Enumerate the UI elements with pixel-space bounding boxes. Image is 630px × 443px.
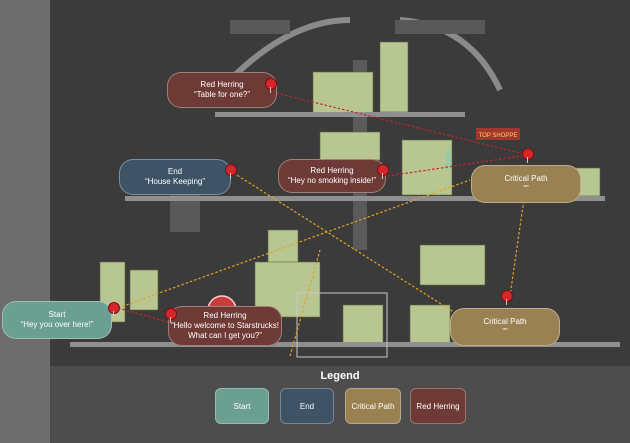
legend: Legend Start End Critical Path Red Herri… (50, 366, 630, 443)
node-text: “Hey you over here!” (20, 320, 94, 329)
node-critical-path-1[interactable]: Critical Path “” (471, 165, 581, 203)
red-herring-arrows (117, 91, 529, 323)
critical-path-arrows (117, 171, 526, 357)
walkways (70, 112, 620, 347)
pin-marker (377, 164, 389, 179)
node-red-herring-welcome[interactable]: Red Herring “Hello welcome to Starstruck… (168, 306, 282, 346)
legend-item-critical-path: Critical Path (345, 388, 401, 424)
node-title: Red Herring (200, 80, 244, 89)
top-shoppe-label: TOP SHOPPE (479, 133, 518, 139)
pin-marker (265, 78, 277, 93)
node-title: Red Herring (203, 311, 247, 320)
node-red-herring-smoking[interactable]: Red Herring “Hey no smoking inside!” (278, 159, 386, 193)
hotel-sign: HOTEL (444, 150, 450, 171)
node-title: Critical Path (483, 317, 527, 326)
top-shoppe-sign (476, 128, 520, 140)
node-title: End (167, 167, 183, 176)
node-text: “House Keeping” (144, 177, 206, 186)
node-text: “Table for one?” (193, 90, 251, 99)
node-start[interactable]: Start “Hey you over here!” (2, 301, 112, 339)
legend-item-start: Start (215, 388, 269, 424)
node-critical-path-2[interactable]: Critical Path “” (450, 308, 560, 346)
node-text-line-2: What can I get you?” (188, 331, 262, 340)
pin-marker (501, 290, 513, 305)
selection-box (296, 292, 388, 358)
pin-marker (225, 164, 237, 179)
node-title: Red Herring (310, 166, 354, 175)
node-text: “” (502, 327, 508, 336)
legend-title: Legend (320, 370, 360, 382)
legend-item-red-herring: Red Herring (410, 388, 466, 424)
pin-marker (108, 302, 120, 317)
node-text: “” (523, 184, 529, 193)
node-red-herring-table[interactable]: Red Herring “Table for one?” (167, 72, 277, 108)
node-text: “Hello welcome to Starstrucks! (170, 321, 280, 330)
node-text: “Hey no smoking inside!” (287, 176, 377, 185)
pin-marker (165, 308, 177, 323)
outer-margin (0, 0, 50, 443)
node-end[interactable]: End “House Keeping” (119, 159, 231, 195)
legend-item-end: End (280, 388, 334, 424)
node-title: Start (48, 310, 66, 319)
node-title: Critical Path (504, 174, 548, 183)
pin-marker (522, 148, 534, 163)
